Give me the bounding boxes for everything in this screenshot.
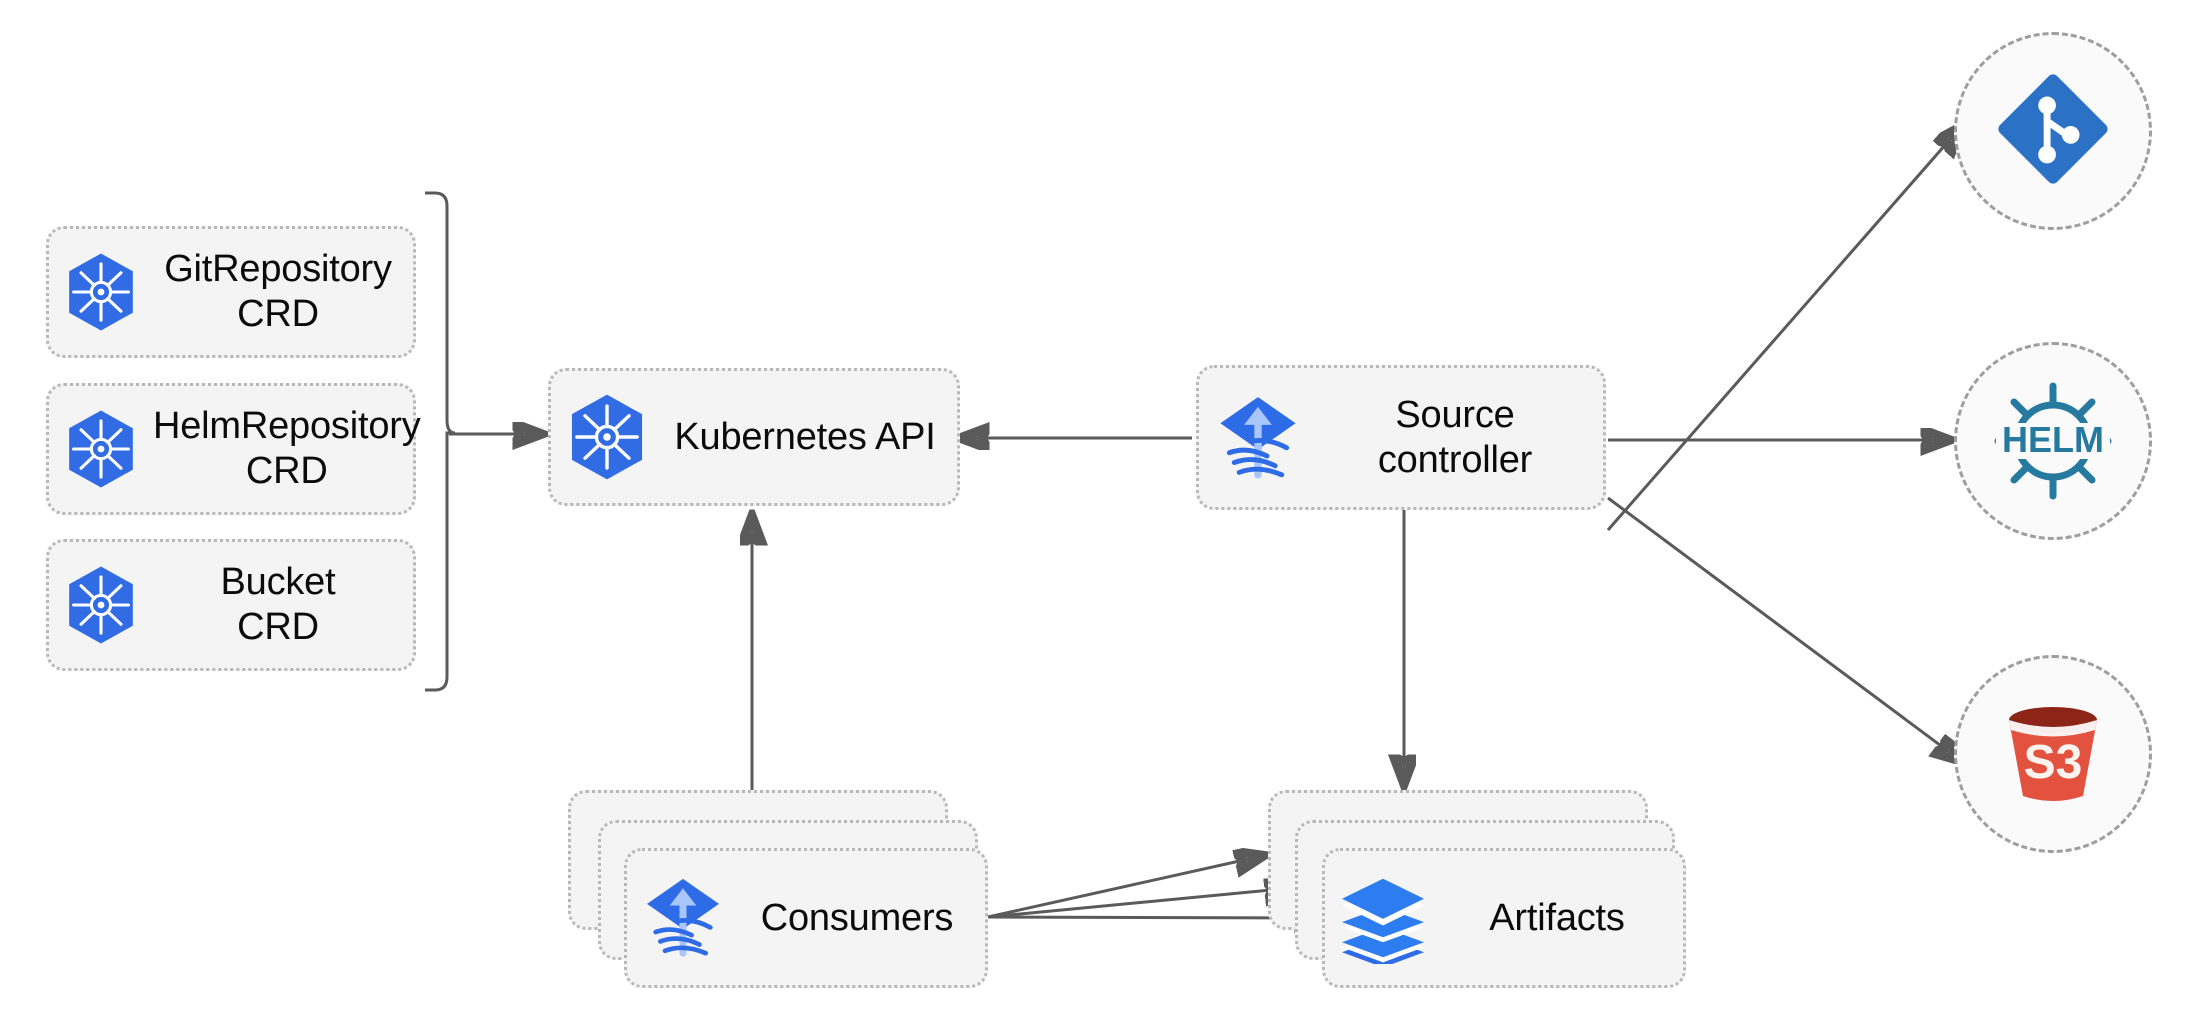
flux-icon [627, 872, 739, 964]
kubernetes-icon [49, 409, 153, 489]
edge-consumers-to-artifacts-3 [987, 917, 1322, 918]
node-consumers[interactable]: Consumers [624, 848, 988, 988]
layers-icon [1325, 872, 1441, 964]
external-s3-circle[interactable]: S3 [1954, 655, 2152, 853]
external-git-circle[interactable] [1954, 32, 2152, 230]
edge-source-controller-to-git [1606, 128, 1960, 531]
node-kubernetes-api[interactable]: Kubernetes API [548, 368, 960, 506]
kubernetes-icon [49, 252, 153, 332]
node-artifacts[interactable]: Artifacts [1322, 848, 1686, 988]
helm-icon: HELM [1988, 376, 2118, 506]
external-helm-circle[interactable]: HELM [1954, 342, 2152, 540]
kubernetes-icon [49, 565, 153, 645]
kubernetes-icon [551, 393, 663, 481]
helm-label: HELM [2002, 419, 2104, 460]
node-label: Artifacts [1489, 896, 1625, 939]
s3-icon: S3 [1989, 688, 2117, 821]
s3-label: S3 [2024, 736, 2083, 789]
node-label: Kubernetes API [674, 415, 936, 458]
edge-source-controller-to-s3 [1607, 496, 1960, 760]
node-label: Consumers [760, 896, 954, 939]
edge-consumers-to-artifacts-1 [987, 856, 1262, 919]
edge-consumers-to-artifacts-2 [987, 888, 1292, 919]
flux-icon [1199, 390, 1317, 486]
git-icon [1994, 70, 2112, 193]
